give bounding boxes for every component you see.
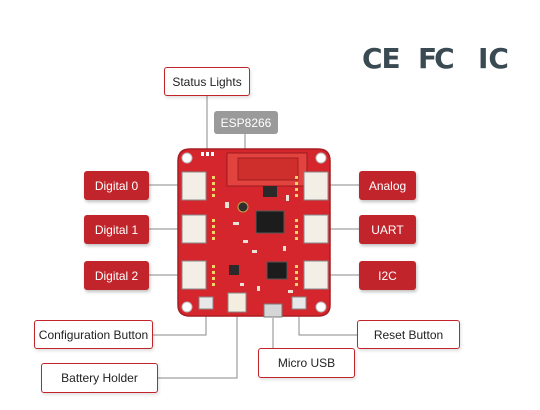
grove-connector-i2c bbox=[303, 260, 329, 290]
mount-hole bbox=[315, 152, 327, 164]
digital-1-label: Digital 1 bbox=[84, 215, 149, 244]
smd-components bbox=[225, 195, 293, 293]
mount-hole bbox=[315, 301, 327, 313]
status-lights-label: Status Lights bbox=[164, 67, 250, 96]
reset-button-label: Reset Button bbox=[357, 320, 460, 349]
digital-2-label: Digital 2 bbox=[84, 261, 149, 290]
crystal bbox=[237, 201, 249, 213]
main-chip bbox=[255, 210, 285, 234]
grove-connectors-right bbox=[303, 171, 329, 290]
chip-small-1 bbox=[263, 186, 277, 197]
status-leds bbox=[201, 152, 214, 156]
pcb bbox=[177, 148, 331, 317]
chip-small-2 bbox=[266, 261, 288, 280]
wio-link-board bbox=[177, 148, 331, 318]
mount-hole bbox=[181, 152, 193, 164]
i2c-label: I2C bbox=[359, 261, 416, 290]
digital-0-label: Digital 0 bbox=[84, 171, 149, 200]
pin-pads bbox=[212, 176, 298, 286]
grove-connector-digital-1 bbox=[181, 214, 207, 244]
configuration-button bbox=[198, 296, 214, 310]
micro-usb-port bbox=[263, 303, 283, 318]
uart-label: UART bbox=[359, 215, 416, 244]
analog-label: Analog bbox=[359, 171, 416, 200]
grove-connector-analog bbox=[303, 171, 329, 201]
leader-lines bbox=[149, 96, 359, 379]
grove-connectors-left bbox=[181, 171, 207, 290]
fcc-mark: FC bbox=[418, 42, 455, 75]
reset-button bbox=[291, 296, 307, 310]
grove-connector-uart bbox=[303, 214, 329, 244]
grove-connector-digital-0 bbox=[181, 171, 207, 201]
battery-holder-label: Battery Holder bbox=[41, 363, 158, 393]
ce-mark: CE bbox=[362, 42, 401, 75]
battery-holder bbox=[227, 292, 247, 313]
micro-usb-label: Micro USB bbox=[258, 348, 355, 378]
esp8266-shield bbox=[237, 157, 299, 181]
ic-mark: IC bbox=[478, 42, 509, 75]
configuration-button-label: Configuration Button bbox=[34, 320, 153, 349]
chip-small-3 bbox=[229, 265, 239, 275]
mount-hole bbox=[181, 301, 193, 313]
esp8266-label: ESP8266 bbox=[214, 111, 278, 134]
grove-connector-digital-2 bbox=[181, 260, 207, 290]
